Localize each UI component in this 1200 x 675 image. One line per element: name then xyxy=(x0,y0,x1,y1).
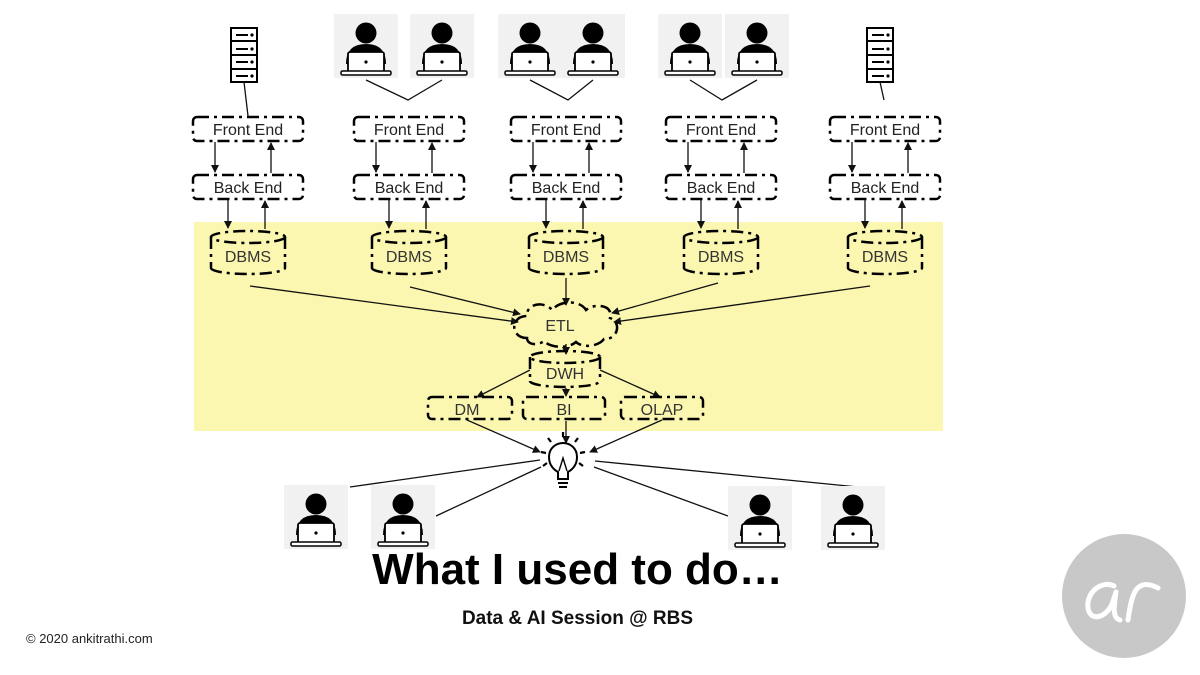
user-icon xyxy=(497,13,563,79)
back-end-box xyxy=(828,173,942,201)
dwh-to-output-arrows xyxy=(476,369,661,398)
server-icon xyxy=(230,27,258,83)
dbms-label: DBMS xyxy=(225,249,271,266)
bi-box xyxy=(521,395,607,421)
back-end-label: Back End xyxy=(375,180,443,197)
dm-label: DM xyxy=(455,402,480,419)
front-end-box xyxy=(664,115,778,143)
back-end-box xyxy=(191,173,305,201)
back-end-label: Back End xyxy=(687,180,755,197)
dwh-node xyxy=(528,349,602,389)
top-connectors xyxy=(243,79,885,117)
dbms-label: DBMS xyxy=(386,249,432,266)
server-icon xyxy=(866,27,894,83)
user-icon xyxy=(333,13,399,79)
dbms-label: DBMS xyxy=(543,249,589,266)
slide-subtitle: Data & AI Session @ RBS xyxy=(461,608,694,629)
insight-to-users xyxy=(349,459,859,517)
dbms-to-etl-arrows xyxy=(249,278,871,326)
front-end-label: Front End xyxy=(213,122,283,139)
user-icon xyxy=(283,484,349,550)
front-end-label: Front End xyxy=(686,122,756,139)
dbms-cylinder xyxy=(846,229,924,276)
lightbulb-icon xyxy=(540,432,586,488)
dbms-cylinder xyxy=(209,229,287,276)
copyright-text: © 2020 ankitrathi.com xyxy=(26,631,153,646)
back-end-label: Back End xyxy=(214,180,282,197)
etl-label: ETL xyxy=(545,318,574,335)
output-to-insight-arrows xyxy=(466,419,663,453)
dwh-label: DWH xyxy=(546,366,584,383)
front-end-label: Front End xyxy=(374,122,444,139)
back-end-box xyxy=(509,173,623,201)
etl-node: ETL xyxy=(513,301,619,348)
back-end-box xyxy=(352,173,466,201)
dbms-cylinder xyxy=(370,229,448,276)
user-icon xyxy=(724,13,790,79)
user-icon xyxy=(409,13,475,79)
bi-label: BI xyxy=(556,402,571,419)
olap-box xyxy=(619,395,705,421)
dbms-label: DBMS xyxy=(862,249,908,266)
front-end-box xyxy=(509,115,623,143)
ar-logo xyxy=(1062,534,1186,658)
dbms-cylinder xyxy=(682,229,760,276)
front-end-box xyxy=(352,115,466,143)
back-end-label: Back End xyxy=(851,180,919,197)
user-icon xyxy=(560,13,626,79)
slide-title: What I used to do… xyxy=(372,545,783,594)
back-end-label: Back End xyxy=(532,180,600,197)
user-icon xyxy=(727,485,793,551)
front-end-box xyxy=(191,115,305,143)
olap-label: OLAP xyxy=(641,402,684,419)
dbms-label: DBMS xyxy=(698,249,744,266)
user-icon xyxy=(820,485,886,551)
back-end-box xyxy=(664,173,778,201)
front-end-label: Front End xyxy=(531,122,601,139)
front-end-label: Front End xyxy=(850,122,920,139)
user-icon xyxy=(370,484,436,550)
dbms-cylinder xyxy=(527,229,605,276)
user-icon xyxy=(657,13,723,79)
front-end-box xyxy=(828,115,942,143)
output-boxes xyxy=(426,395,705,421)
